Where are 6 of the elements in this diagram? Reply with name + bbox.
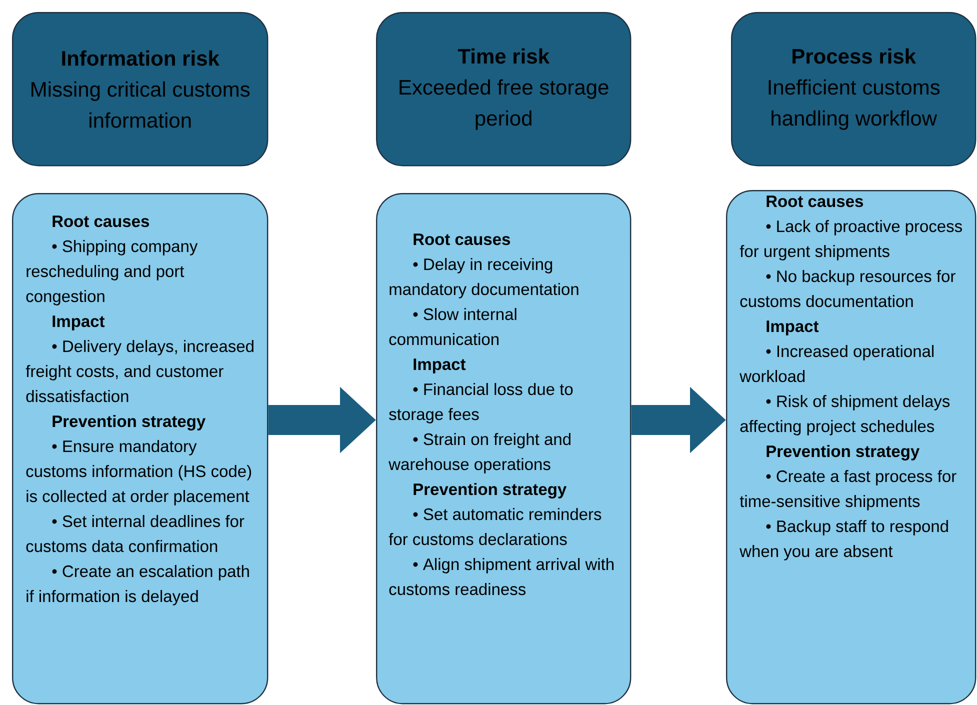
details-box: Root causes • Shipping company rescheduling and port congestion Impact • Delivery delays, increased freight costs, and customer dissatisfaction Prevention strategy • Ensure mandatory customs information (HS code) is collected at order placement • Set internal deadlines for customs data confirmation • Create an escalation path if information is delayed [12,193,268,704]
details-box: Root causes • Lack of proactive process for urgent shipments • No backup resources for customs documentation Impact • Increased operational workload • Risk of shipment delays affecting project schedules Prevention strategy • Create a fast process for time-sensitive shipments • Backup staff to respond when you are absent [726,190,976,704]
risk-header-box: Information risk Missing critical customs information [12,12,268,166]
details-box: Root causes • Delay in receiving mandatory documentation • Slow internal communication Impact • Financial loss due to storage fees • Strain on freight and warehouse operations Prevention strategy • Set automatic reminders for customs declarations • Align shipment arrival with customs readiness [376,193,632,704]
risk-header-box: Process risk Inefficient customs handling workflow [731,12,976,166]
risk-header-box: Time risk Exceeded free storage period [376,12,632,166]
